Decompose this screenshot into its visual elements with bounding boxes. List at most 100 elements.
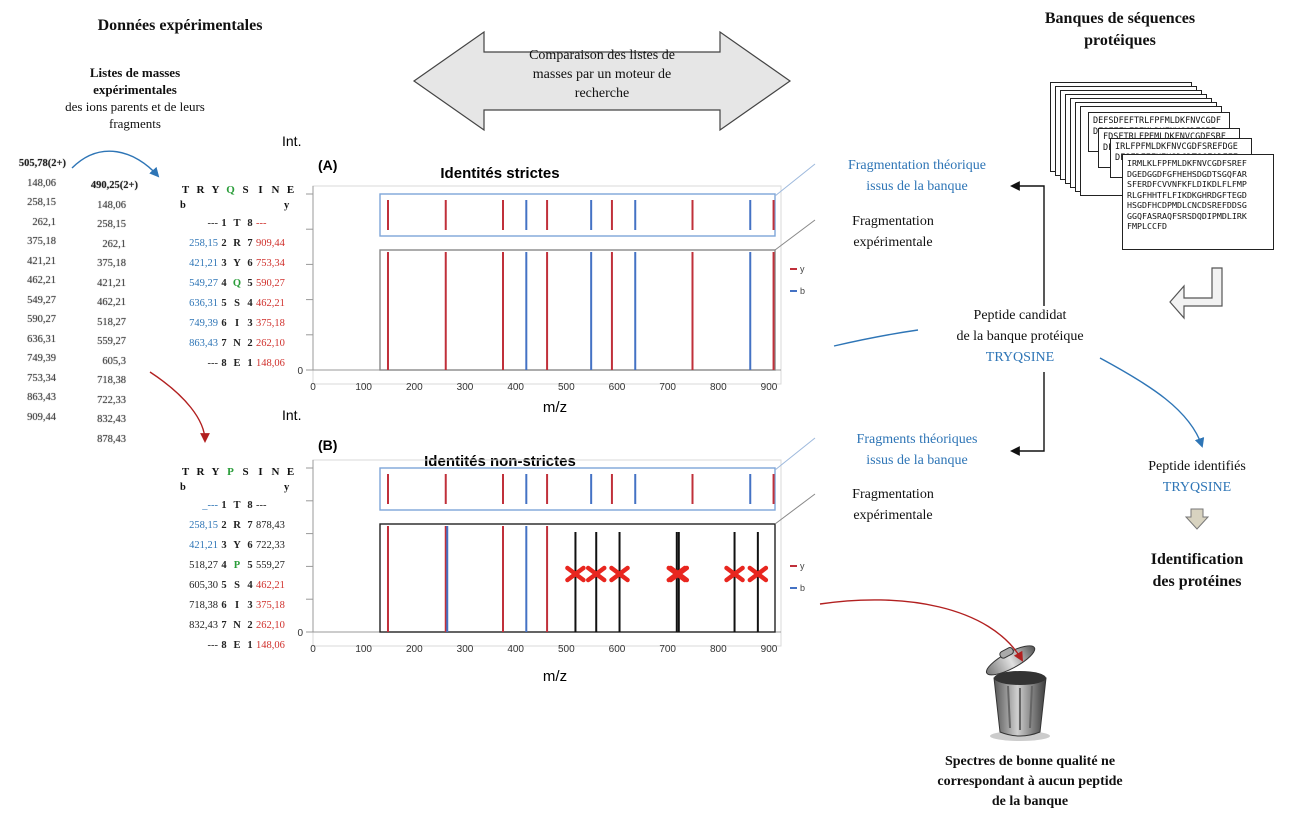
- theo-b-line-2: issus de la banque: [866, 453, 968, 468]
- mass-value: 878,43: [97, 433, 126, 445]
- protein-identification: Identification des protéines: [1117, 549, 1277, 593]
- fragment-cell-n2: 2: [247, 620, 253, 631]
- arrow-to-table-a: [71, 150, 160, 178]
- candidate-sequence: TRYQSINE: [985, 350, 1055, 365]
- fragment-cell-b: ---: [207, 640, 219, 651]
- identified-sequence: TRYQSINE: [1162, 480, 1232, 495]
- x-tick-label: 800: [710, 382, 727, 393]
- fragment-cell-n1: 4: [221, 278, 227, 289]
- fragment-cell-n2: 7: [247, 238, 253, 249]
- exp-b-line-1: Fragmentation: [852, 487, 934, 502]
- mismatch-cross-mark: [565, 565, 586, 583]
- x-tick-label: 500: [558, 644, 575, 655]
- theo-b-line-1: Fragments théoriques: [856, 432, 978, 447]
- fragment-cell-b: 258,15: [189, 520, 218, 531]
- fragment-cell-aa: E: [233, 358, 241, 369]
- mass-list-2-header: 490,25(2+): [90, 180, 138, 191]
- candidate-peptide: Peptide candidat de la banque protéique …: [920, 305, 1120, 368]
- legend-label-y: y: [800, 561, 805, 571]
- mass-value: 148,06: [97, 199, 126, 211]
- mass-value: 549,27: [27, 294, 56, 306]
- comparison-double-arrow: [412, 30, 792, 132]
- panel-label: (A): [318, 157, 337, 173]
- x-tick-label: 900: [761, 382, 778, 393]
- identification-line-2: des protéines: [1152, 573, 1242, 590]
- fragment-cell-n2: 2: [247, 338, 253, 349]
- col-y-label: y: [284, 482, 290, 493]
- fragment-cell-b: 605,30: [189, 580, 218, 591]
- fragment-cell-aa: S: [234, 580, 240, 591]
- mass-value: 590,27: [27, 314, 56, 325]
- fragment-cell-n2: 5: [247, 560, 253, 571]
- identified-label: Peptide identifiés: [1148, 459, 1246, 474]
- databank-title-1: Banques de séquences: [1044, 10, 1196, 27]
- x-tick-label: 300: [457, 644, 474, 655]
- fragment-cell-n1: 7: [221, 338, 227, 349]
- fragment-cell-n1: 5: [221, 580, 227, 591]
- fragment-cell-aa: Y: [233, 258, 241, 269]
- mass-lists-caption: Listes de masses expérimentales des ions…: [40, 64, 230, 132]
- fragment-cell-aa: R: [233, 238, 241, 249]
- fragment-cell-y: 559,27: [256, 560, 285, 571]
- arrow-to-identified: [1099, 357, 1205, 448]
- theo-a-line-1: Fragmentation théorique: [847, 158, 987, 173]
- x-tick-label: 400: [507, 644, 524, 655]
- fragment-cell-n1: 6: [221, 318, 227, 329]
- fragment-cell-n2: 7: [247, 520, 253, 531]
- mass-lists-title-1: Listes de masses: [89, 65, 181, 80]
- fragment-cell-n1: 5: [221, 298, 227, 309]
- fragment-cell-y: 262,10: [256, 620, 285, 631]
- fragment-cell-aa: S: [234, 298, 240, 309]
- fragment-cell-aa: I: [234, 600, 240, 611]
- trash-line-1: Spectres de bonne qualité ne: [944, 754, 1116, 769]
- x-tick-label: 200: [406, 644, 423, 655]
- theoretical-callout-line: [774, 163, 816, 197]
- fragment-cell-b: _---: [202, 500, 218, 511]
- col-b-label: b: [180, 200, 186, 211]
- mz-label: m/z: [543, 399, 567, 416]
- sequence-residue: Y: [211, 466, 220, 478]
- fragment-cell-aa: N: [233, 338, 241, 349]
- mass-value: 722,33: [97, 394, 126, 406]
- sequence-card-front: IRMLKLFPFMLDKFNVCGDFSREF DGEDGGDFGFHEHSD…: [1122, 154, 1274, 250]
- mismatch-cross-mark: [668, 565, 690, 583]
- col-y-label: y: [284, 200, 290, 211]
- fragment-cell-aa: E: [233, 640, 241, 651]
- mass-value: 909,44: [27, 411, 56, 423]
- legend-label-y: y: [800, 264, 805, 274]
- fragment-cell-aa: I: [234, 318, 240, 329]
- sequence-residue: S: [242, 466, 249, 478]
- mass-value: 718,38: [97, 375, 126, 386]
- fragment-cell-b: ---: [207, 218, 219, 229]
- mass-value: 258,15: [27, 197, 56, 208]
- mass-value: 462,21: [97, 297, 126, 308]
- sequence-residue: N: [271, 466, 280, 478]
- sequence-residue: R: [196, 184, 205, 196]
- experimental-fragmentation-a-label: Fragmentation expérimentale: [823, 211, 963, 253]
- intensity-label: Int.: [282, 407, 301, 423]
- identification-down-arrow: [1184, 508, 1210, 530]
- fragment-cell-b: 549,27: [189, 278, 218, 289]
- fragment-cell-y: 753,34: [256, 258, 285, 269]
- exp-a-line-2: expérimentale: [853, 235, 933, 250]
- mass-value: 863,43: [27, 392, 56, 403]
- sequence-residue: E: [286, 466, 295, 478]
- candidate-to-spectrum-connector: [833, 329, 919, 347]
- fragment-cell-y: 262,10: [256, 338, 285, 349]
- fragment-cell-n1: 8: [221, 640, 227, 651]
- fragment-cell-y: 375,18: [256, 318, 285, 329]
- fragment-cell-n1: 1: [221, 500, 227, 511]
- databank-down-arrow: [1169, 267, 1223, 320]
- candidate-line-2: de la banque protéique: [956, 329, 1084, 344]
- sequence-residue: T: [181, 466, 190, 478]
- mass-value: 518,27: [97, 316, 126, 328]
- legend-label-b: b: [800, 286, 805, 296]
